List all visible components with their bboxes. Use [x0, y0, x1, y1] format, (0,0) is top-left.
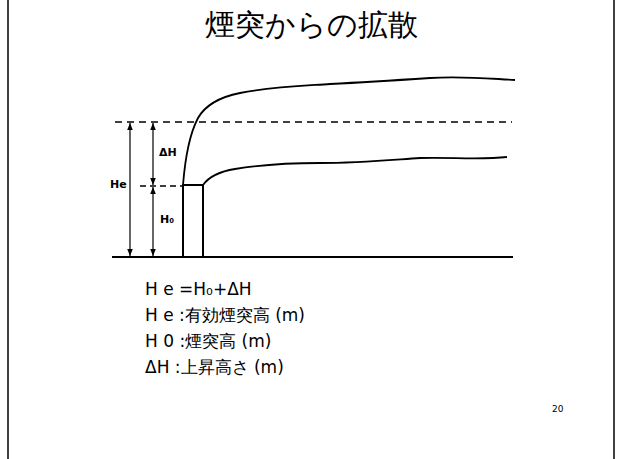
slide-border	[7, 0, 9, 459]
effective-height-line	[115, 121, 512, 122]
dimension-arrow	[152, 187, 153, 256]
page-number: 20	[552, 404, 563, 414]
formula: H e =H₀+ΔH	[145, 280, 252, 300]
dimension-label: ΔH	[158, 147, 178, 160]
ground-line	[112, 256, 513, 258]
dimension-arrow	[129, 123, 130, 256]
chimney	[183, 185, 203, 257]
dimension-arrow	[152, 123, 153, 185]
definition-note: H e :有効煙突高 (m)	[145, 306, 305, 326]
plume-upper-edge	[183, 77, 515, 185]
slide-title: 煙突からの拡散	[8, 8, 614, 43]
plume-lower-edge	[203, 157, 507, 185]
dimension-label: H₀	[159, 214, 175, 227]
slide-border	[613, 0, 615, 459]
definition-note: H 0 :煙突高 (m)	[145, 332, 271, 352]
stack-height-line	[140, 185, 183, 186]
definition-note: ΔH :上昇高さ (m)	[145, 358, 284, 378]
dimension-label: He	[109, 179, 128, 192]
